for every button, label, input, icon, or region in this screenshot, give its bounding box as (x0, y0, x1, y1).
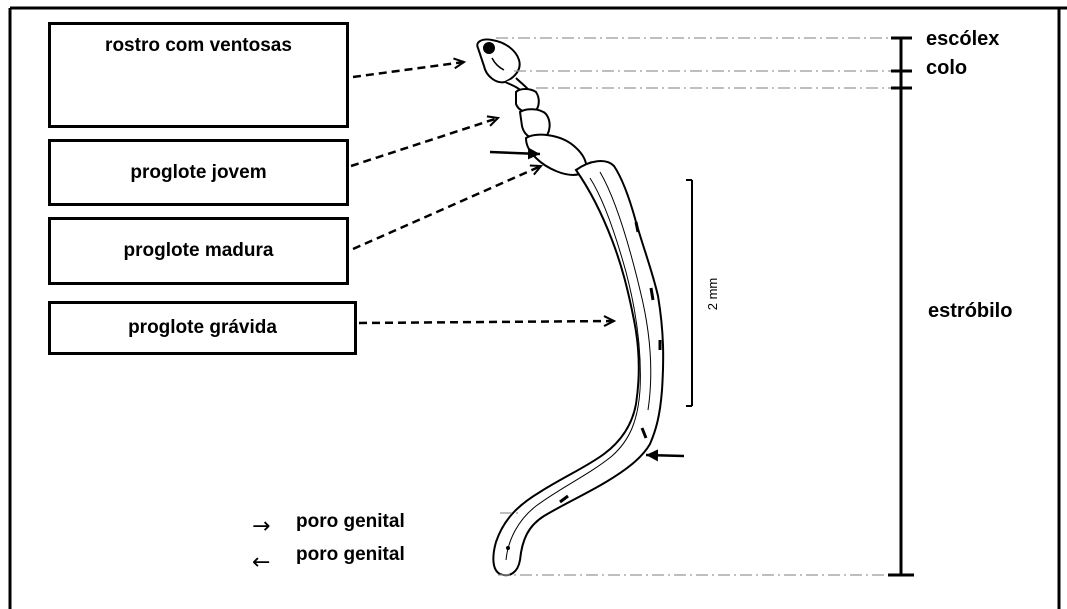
genital-pore-arrow-left (646, 455, 684, 456)
tapeworm-drawing (477, 39, 663, 575)
label-gravida-text: proglote grávida (128, 317, 277, 339)
legend-left-arrow-label: poro genital (296, 544, 405, 566)
legend-left-arrow-icon: ← (252, 552, 270, 574)
region-colo: colo (926, 57, 967, 80)
label-proglote-gravida: proglote grávida (48, 301, 357, 355)
pointer-madura (353, 166, 541, 249)
legend-right-arrow-icon: → (252, 516, 270, 538)
label-rostro-com-ventosas: rostro com ventosas (48, 22, 349, 128)
pointer-gravida (359, 321, 614, 323)
scale-bar-label: 2 mm (705, 278, 720, 311)
label-madura-text: proglote madura (124, 240, 274, 262)
pointer-jovem (351, 118, 498, 166)
pointer-rostro (353, 62, 464, 77)
label-proglote-jovem: proglote jovem (48, 139, 349, 206)
label-rostro-text: rostro com ventosas (105, 35, 292, 57)
legend-right-arrow-label: poro genital (296, 511, 405, 533)
region-escolex: escólex (926, 28, 999, 51)
label-jovem-text: proglote jovem (130, 162, 266, 184)
scale-bar (686, 180, 692, 406)
label-proglote-madura: proglote madura (48, 217, 349, 285)
region-estrobilo: estróbilo (928, 300, 1012, 323)
